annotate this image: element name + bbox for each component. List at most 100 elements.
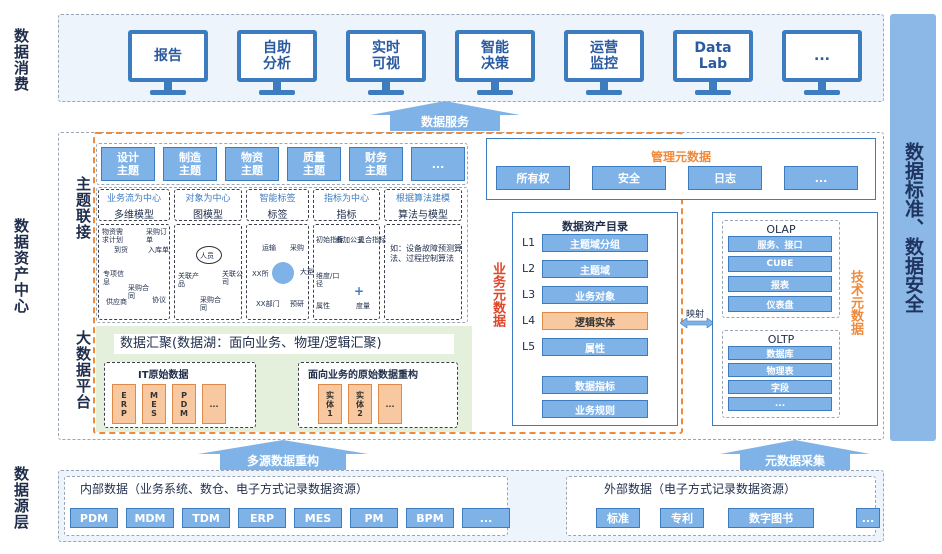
sketch-label: 度量 <box>356 302 370 310</box>
mgmt-item: 所有权 <box>496 166 570 190</box>
double-arrow-icon <box>680 318 714 328</box>
monitor-base <box>586 90 622 95</box>
internal-source-item: TDM <box>182 508 230 528</box>
oltp-panel <box>722 330 840 418</box>
mgmt-metadata-title: 管理元数据 <box>650 150 711 164</box>
label-source: 数据源层 <box>12 466 30 530</box>
monitor-neck <box>382 82 390 90</box>
topic-panel <box>96 143 468 185</box>
monitor-neck <box>709 82 717 90</box>
model-panel <box>96 187 468 323</box>
monitor-screen: 运营 监控 <box>564 30 644 82</box>
catalog-extra: 业务规则 <box>542 400 648 418</box>
biz-rebuild-title: 面向业务的原始数据重构 <box>308 370 418 381</box>
algo-note: 如：设备故障预测算法、过程控制算法 <box>390 244 462 263</box>
model-header <box>174 189 242 221</box>
it-item: P D M <box>172 384 196 424</box>
monitor-screen: 实时 可视 <box>346 30 426 82</box>
plus-icon: + <box>354 284 365 298</box>
sketch-label: 叠加公式 <box>336 236 364 244</box>
sketch-label: 大型 <box>300 268 314 276</box>
olap-title: OLAP <box>766 223 796 236</box>
up-arrow-icon <box>370 101 520 131</box>
tech-metadata-label: 技术元数据 <box>848 270 863 335</box>
olap-item: 仪表盘 <box>728 296 832 312</box>
external-source-item: ... <box>856 508 880 528</box>
monitor-base <box>804 90 840 95</box>
monitor-5: 运营 监控 <box>564 30 644 98</box>
sketch-label: 采购订单 <box>146 228 167 244</box>
sketch-label: 关联产品 <box>178 272 199 288</box>
olap-panel <box>722 220 840 318</box>
monitor-3: 实时 可视 <box>346 30 426 98</box>
model-header <box>313 189 380 221</box>
olap-item: 报表 <box>728 276 832 292</box>
topic-box: 财务 主题 <box>349 147 403 181</box>
sketch-label: 预研 <box>290 300 304 308</box>
model-name: 多维模型 <box>114 210 154 221</box>
monitor-neck <box>491 82 499 90</box>
data-service-arrow: 数据服务 <box>370 101 520 131</box>
internal-source-item: BPM <box>406 508 454 528</box>
model-header <box>384 189 462 221</box>
sketch-label: 采购合同 <box>128 284 149 300</box>
it-item: M E S <box>142 384 166 424</box>
monitor-6: Data Lab <box>673 30 753 98</box>
sketch-label: 维度/口径 <box>316 272 340 288</box>
meta-collect-label: 元数据采集 <box>764 454 825 468</box>
model-name: 图模型 <box>193 210 223 221</box>
monitor-base <box>368 90 404 95</box>
meta-collect-arrow: 元数据采集 <box>720 440 870 472</box>
multi-source-label: 多源数据重构 <box>246 454 319 468</box>
external-source-item: 专利 <box>660 508 704 528</box>
internal-source-item: ERP <box>238 508 286 528</box>
sketch-label: XX部门 <box>256 300 280 308</box>
mgmt-item: 日志 <box>688 166 762 190</box>
oltp-item: ... <box>728 397 832 411</box>
hub-node <box>272 262 294 284</box>
monitor-base <box>150 90 186 95</box>
sketch-label: 关联公司 <box>222 270 243 286</box>
monitor-4: 智能 决策 <box>455 30 535 98</box>
level-box: 业务对象 <box>542 286 648 304</box>
monitor-neck <box>164 82 172 90</box>
standard-security-label: 数据标准、数据安全 <box>902 142 924 313</box>
model-title: 根据算法建模 <box>395 194 450 204</box>
sketch-label: 初始指标 <box>316 236 344 244</box>
topic-box: 质量 主题 <box>287 147 341 181</box>
model-title: 业务流为中心 <box>106 194 161 204</box>
monitor-neck <box>273 82 281 90</box>
level-tag: L3 <box>522 288 536 301</box>
level-tag: L4 <box>522 314 536 327</box>
level-tag: L2 <box>522 262 536 275</box>
model-title: 智能标签 <box>259 194 296 204</box>
sketch-label: 入库单 <box>148 246 169 254</box>
label-big-data: 大数据平台 <box>74 330 92 410</box>
label-asset-center: 数据资产中心 <box>12 218 30 314</box>
level-box: 主题域分组 <box>542 234 648 252</box>
model-title: 对象为中心 <box>185 194 231 204</box>
oltp-item: 字段 <box>728 380 832 394</box>
olap-item: 服务、接口 <box>728 236 832 252</box>
sketch-label: 采购合同 <box>200 296 221 312</box>
monitor-screen: 报告 <box>128 30 208 82</box>
monitor-neck <box>818 82 826 90</box>
model-title: 指标为中心 <box>323 194 369 204</box>
mgmt-item: ... <box>784 166 858 190</box>
catalog-extra: 数据指标 <box>542 376 648 394</box>
monitor-base <box>259 90 295 95</box>
external-source-item: 标准 <box>596 508 640 528</box>
model-name: 算法与模型 <box>398 210 448 221</box>
monitor-screen: Data Lab <box>673 30 753 82</box>
catalog-title: 数据资产目录 <box>562 220 628 233</box>
internal-source-item: PM <box>350 508 398 528</box>
monitor-base <box>695 90 731 95</box>
sketch-label: 协议 <box>152 296 166 304</box>
external-source-item: 数字图书 <box>728 508 814 528</box>
model-header <box>246 189 309 221</box>
level-box: 属性 <box>542 338 648 356</box>
biz-item: 实 体 2 <box>348 384 372 424</box>
external-source-title: 外部数据（电子方式记录数据资源） <box>604 482 797 496</box>
it-raw-data-title: IT原始数据 <box>138 370 189 381</box>
oltp-item: 数据库 <box>728 346 832 360</box>
